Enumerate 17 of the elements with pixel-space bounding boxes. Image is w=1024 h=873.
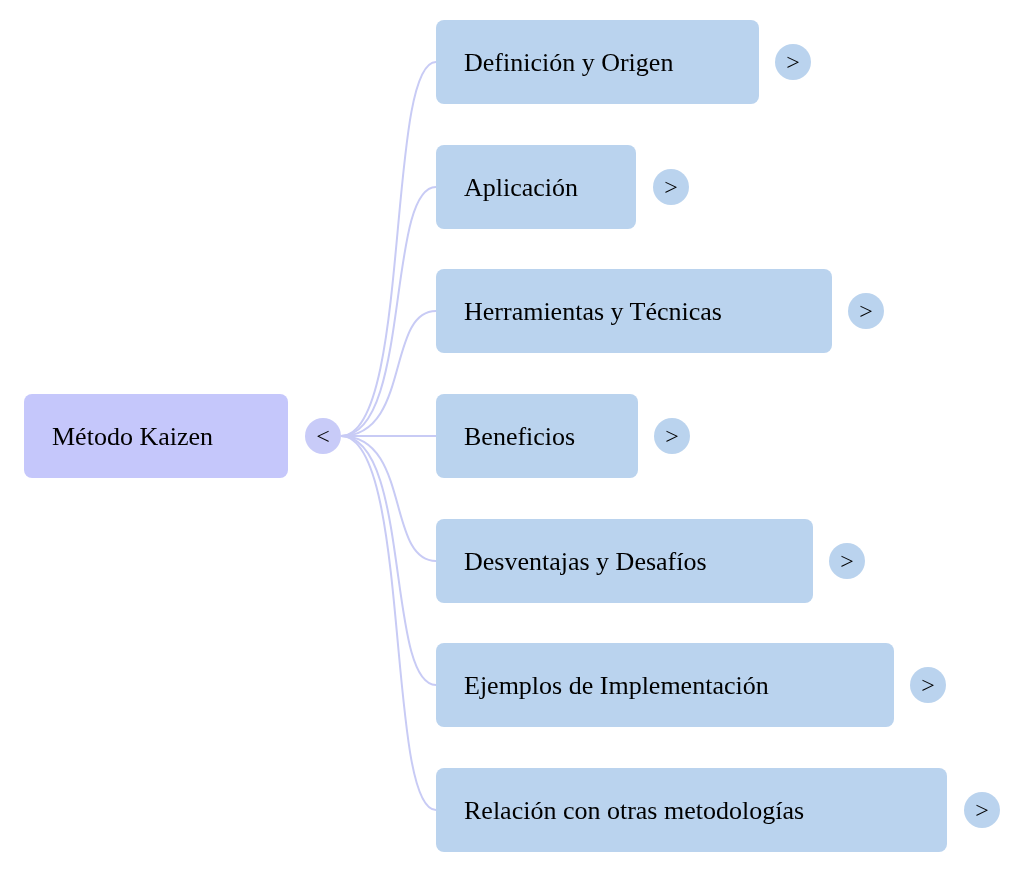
topic-box: Desventajas y Desafíos xyxy=(436,519,813,603)
expand-toggle: > xyxy=(775,44,811,80)
expand-toggle: > xyxy=(910,667,946,703)
topic-box: Beneficios xyxy=(436,394,638,478)
topic-box: Aplicación xyxy=(436,145,636,229)
expand-toggle: > xyxy=(829,543,865,579)
expand-toggle: > xyxy=(964,792,1000,828)
topic-box: Definición y Origen xyxy=(436,20,759,104)
expand-toggle: > xyxy=(848,293,884,329)
central-topic-box: Método Kaizen xyxy=(24,394,288,478)
expand-toggle: > xyxy=(653,169,689,205)
topic-box: Herramientas y Técnicas xyxy=(436,269,832,353)
expand-toggle: > xyxy=(654,418,690,454)
collapse-toggle: < xyxy=(305,418,341,454)
connector-line xyxy=(340,435,437,811)
topic-box: Ejemplos de Implementación xyxy=(436,643,894,727)
topic-box: Relación con otras metodologías xyxy=(436,768,947,852)
